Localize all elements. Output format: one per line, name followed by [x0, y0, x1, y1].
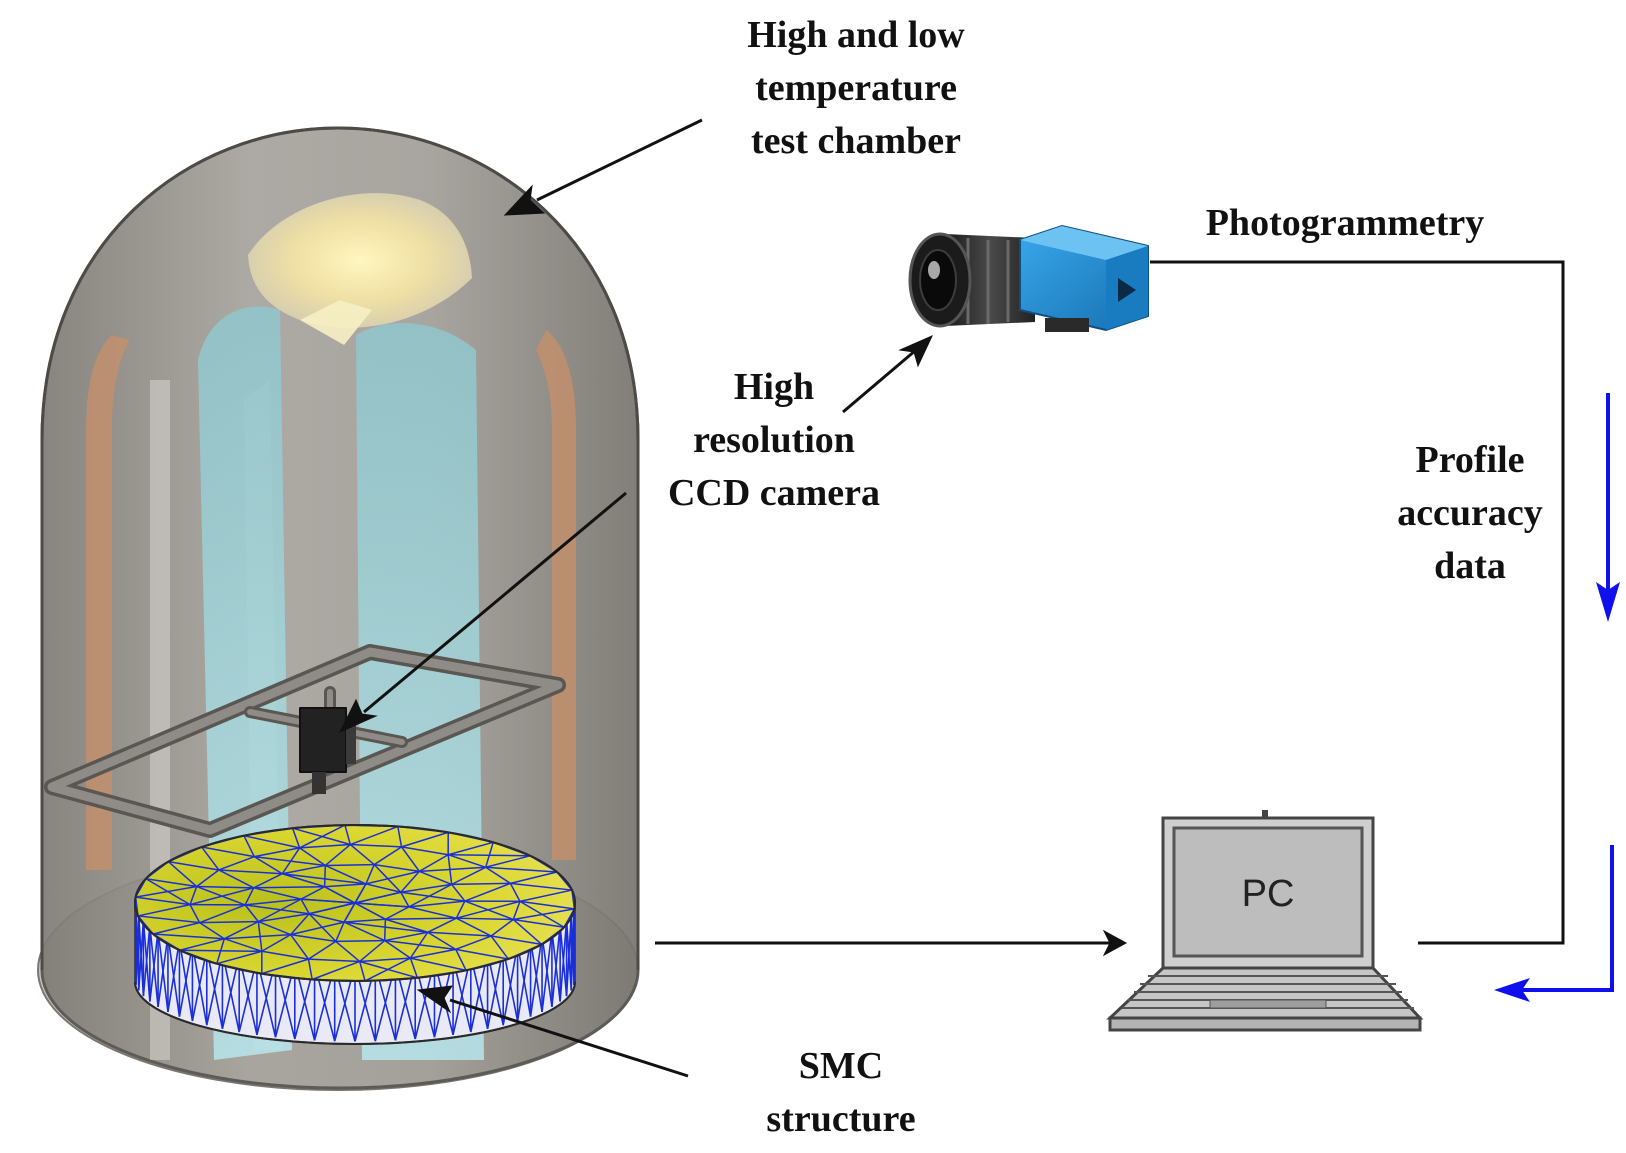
- camera-label-line-2: resolution: [693, 419, 855, 461]
- chamber-label-line-1: High and low: [747, 14, 965, 56]
- data-flow-arrows: [1494, 393, 1620, 1002]
- smc-structure-icon: [134, 824, 576, 1045]
- laptop-icon: PC: [1106, 810, 1424, 1032]
- smc-label-line-2: structure: [766, 1098, 916, 1140]
- mounted-camera-pointer-arrow: [363, 491, 627, 714]
- camera-label: High resolution CCD camera: [624, 361, 924, 520]
- chamber-label-line-3: test chamber: [751, 120, 961, 162]
- chamber-label-line-2: temperature: [755, 67, 957, 109]
- pc-label: PC: [1242, 873, 1295, 915]
- profile-data-label: Profile accuracy data: [1370, 434, 1570, 593]
- camera-gantry: [44, 644, 566, 838]
- smc-structure-label: SMC structure: [726, 1040, 956, 1146]
- profile-label-line-2: accuracy: [1397, 492, 1543, 534]
- ccd-camera-icon: [908, 224, 1149, 332]
- profile-label-line-3: data: [1434, 545, 1506, 587]
- camera-label-line-1: High: [733, 366, 815, 408]
- camera-pointer-arrow: [842, 348, 917, 414]
- photogrammetry-label: Photogrammetry: [1205, 202, 1485, 244]
- smc-pointer-arrow: [449, 998, 689, 1078]
- camera-label-line-3: CCD camera: [667, 472, 881, 514]
- smc-label-line-1: SMC: [798, 1045, 884, 1087]
- flow-arrow-to-pc: [1520, 845, 1614, 992]
- connector-lines: [338, 118, 1565, 1078]
- chamber-label: High and low temperature test chamber: [706, 9, 1006, 168]
- chamber-pointer-arrow: [536, 118, 703, 202]
- profile-label-line-1: Profile: [1415, 439, 1525, 481]
- photogrammetry-line: [1150, 260, 1565, 945]
